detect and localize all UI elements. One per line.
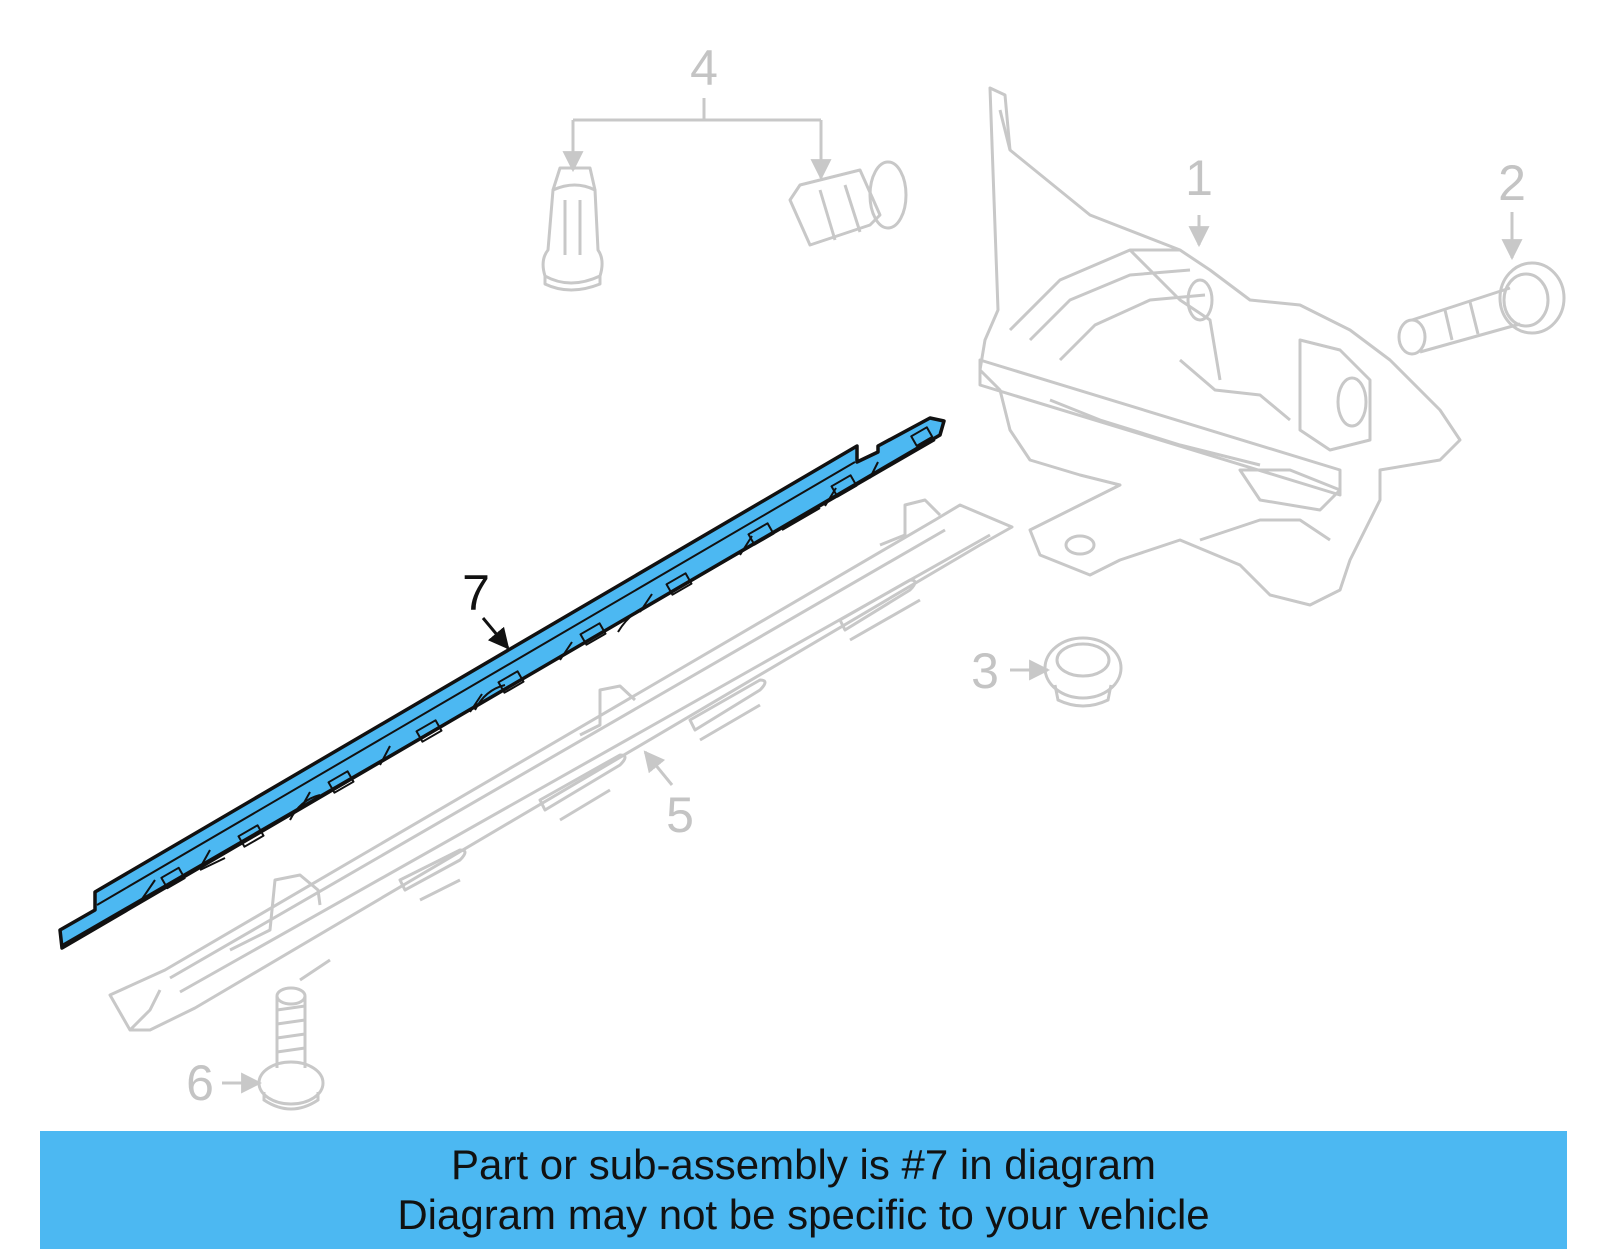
part-3-grommet: [1043, 636, 1123, 708]
callout-2: 2: [1498, 155, 1526, 211]
banner-line-part: Part or sub-assembly is #7 in diagram: [451, 1141, 1156, 1188]
info-banner: Part or sub-assembly is #7 in diagram Di…: [40, 1131, 1567, 1249]
leader-4: [571, 98, 821, 178]
callout-labels: 4 1 2 3 5 6 7: [186, 40, 1526, 1111]
part-5-sill-plate: [108, 498, 1014, 1032]
callout-4: 4: [690, 40, 718, 96]
callout-6: 6: [186, 1055, 214, 1111]
part-4-clips: [541, 160, 908, 292]
part-7-moulding: [58, 416, 946, 950]
leader-7: [481, 617, 510, 650]
banner-line-disclaimer: Diagram may not be specific to your vehi…: [397, 1191, 1210, 1238]
leader-lines: [222, 98, 1523, 1094]
callout-1: 1: [1185, 150, 1213, 206]
callout-3: 3: [971, 643, 999, 699]
part-2-bolt: [1397, 261, 1566, 356]
part-7-body: [58, 416, 946, 950]
callout-5: 5: [666, 787, 694, 843]
part-1-bracket: [978, 86, 1462, 607]
leader-5: [643, 750, 674, 786]
callout-7: 7: [462, 565, 490, 621]
part-6-bolt: [257, 986, 325, 1111]
